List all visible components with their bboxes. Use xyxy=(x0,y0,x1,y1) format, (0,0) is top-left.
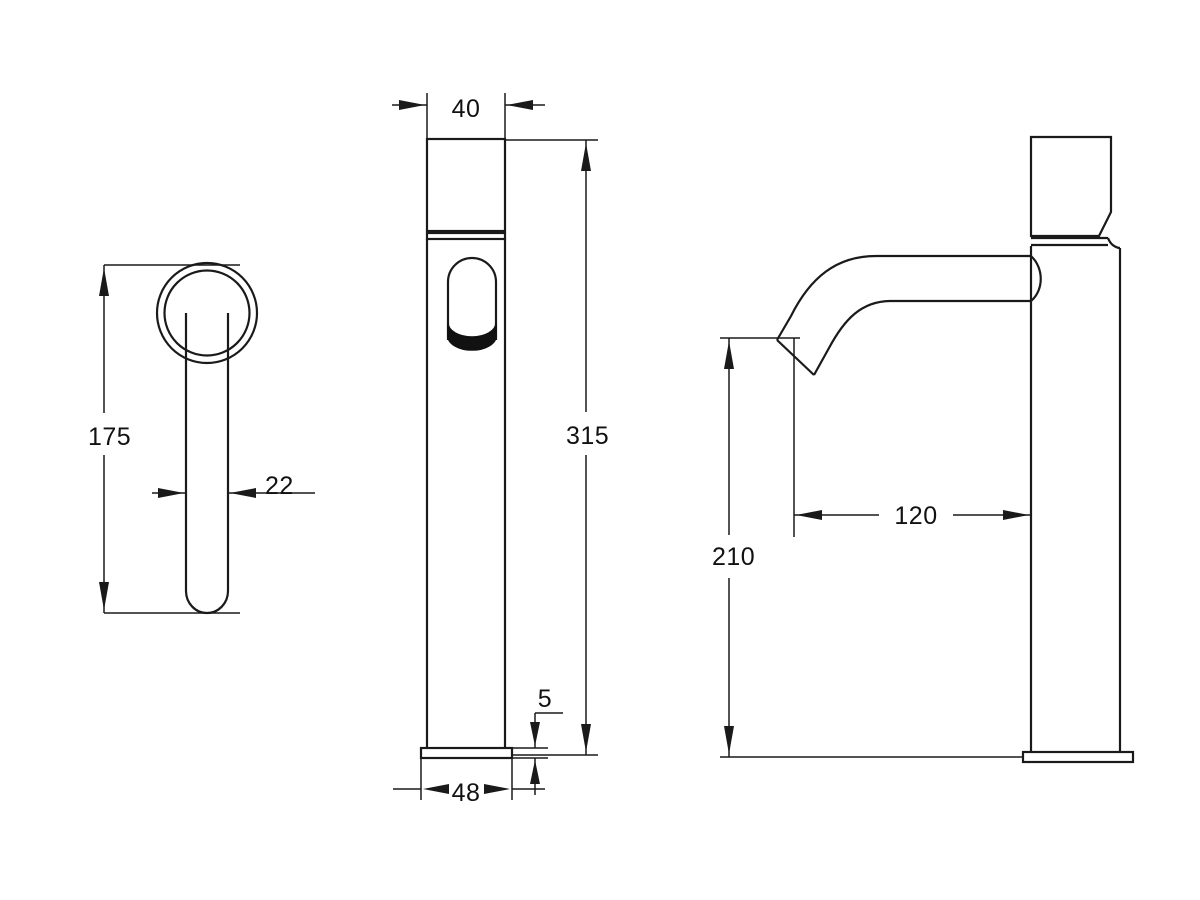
dim-48-label: 48 xyxy=(452,779,481,807)
front-handle-collar xyxy=(425,231,507,241)
side-base-plate xyxy=(1021,750,1135,764)
dimension-40: 40 xyxy=(392,93,545,145)
spout-lower-edge xyxy=(813,299,1031,376)
front-column-body xyxy=(425,239,507,748)
dim-48-arrow-left xyxy=(423,784,449,794)
dim-120-arrow-left xyxy=(796,510,822,520)
dim-40-arrow-left xyxy=(399,100,425,110)
spout-upper-edge xyxy=(776,254,1031,341)
dim-120-label: 120 xyxy=(894,502,937,530)
dimension-48: 48 xyxy=(393,758,545,807)
top-view-handle xyxy=(155,261,259,615)
dim-175-arrow-bottom xyxy=(99,582,109,610)
dim-22-label: 22 xyxy=(265,472,294,500)
handle-lever-arm xyxy=(184,313,230,615)
handle-outer-circle xyxy=(155,261,259,365)
handle-inner-circle xyxy=(163,269,251,357)
dim-120-arrow-right xyxy=(1003,510,1029,520)
cartridge-window-outline xyxy=(446,256,498,340)
dimension-315: 315 xyxy=(505,139,609,756)
side-handle-collar xyxy=(1031,236,1108,247)
dimension-120: 120 xyxy=(793,300,1032,752)
dim-22-arrow-right xyxy=(230,488,256,498)
dimension-5: 5 xyxy=(512,685,563,795)
dim-315-label: 315 xyxy=(566,422,609,450)
dim-5-label: 5 xyxy=(538,685,552,713)
dim-175-arrow-top xyxy=(99,268,109,296)
dimension-175: 175 xyxy=(88,264,240,614)
dimension-22: 22 xyxy=(152,465,315,520)
dim-210-label: 210 xyxy=(712,543,755,571)
side-view-body xyxy=(776,135,1135,764)
dim-210-arrow-bottom xyxy=(724,726,734,754)
dim-5-arrow-bottom xyxy=(530,760,540,784)
dim-5-arrow-top xyxy=(530,722,540,746)
dim-175-label: 175 xyxy=(88,423,131,451)
front-handle-cylinder xyxy=(425,137,507,233)
spout-blend-fillet xyxy=(1030,255,1042,302)
dim-40-arrow-right xyxy=(507,100,533,110)
dim-40-label: 40 xyxy=(452,95,481,123)
dim-48-arrow-right xyxy=(484,784,510,794)
front-view-body xyxy=(419,137,514,760)
cartridge-window-fill xyxy=(447,322,497,351)
front-base-plate xyxy=(419,746,514,760)
spout-outlet-face xyxy=(776,339,815,376)
dim-315-arrow-top xyxy=(581,143,591,171)
side-column-body xyxy=(1029,246,1122,752)
dim-22-arrow-left xyxy=(158,488,184,498)
side-collar-fillet xyxy=(1106,237,1121,250)
side-handle-block xyxy=(1029,135,1113,238)
dim-210-arrow-top xyxy=(724,341,734,369)
dimension-210: 210 xyxy=(712,337,1023,758)
dim-315-arrow-bottom xyxy=(581,724,591,752)
